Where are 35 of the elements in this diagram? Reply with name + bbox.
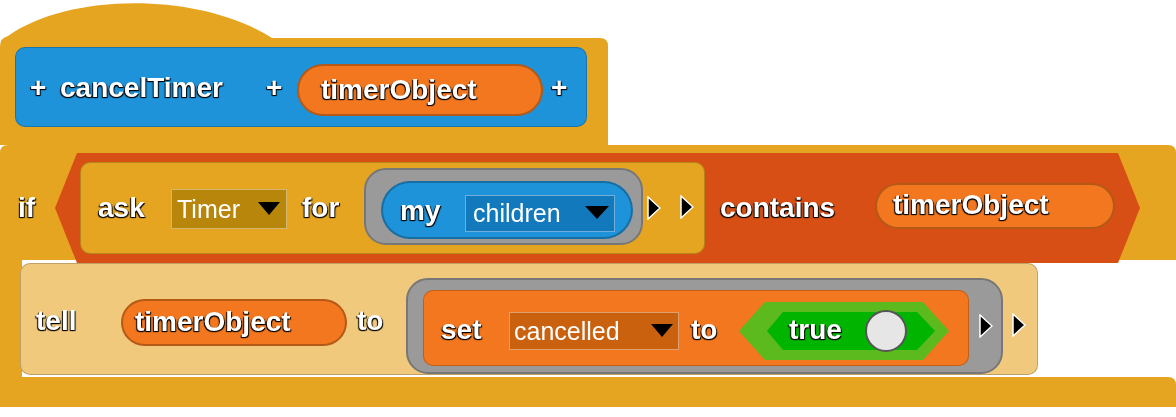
block-label: my xyxy=(400,194,441,228)
predicate-block xyxy=(55,153,1140,263)
dropdown-slot xyxy=(509,312,679,350)
block-label: for xyxy=(302,191,340,225)
variable-pill xyxy=(875,183,1115,229)
reporter-block xyxy=(381,181,633,239)
plus-sign: + xyxy=(551,71,568,105)
dropdown-value: children xyxy=(473,198,561,229)
block-label: timerObject xyxy=(135,305,291,339)
boolean-block xyxy=(739,302,949,360)
block-label: set xyxy=(441,313,482,347)
block-label: ask xyxy=(98,191,145,225)
block-prototype xyxy=(15,47,587,127)
plus-sign: + xyxy=(30,71,47,105)
hat-block xyxy=(0,0,608,145)
parameter-pill xyxy=(297,64,543,116)
dropdown-slot xyxy=(171,189,287,229)
block-label: if xyxy=(18,191,36,225)
block-label: true xyxy=(789,313,842,347)
dropdown-value: cancelled xyxy=(514,316,620,347)
variable-pill xyxy=(121,299,347,346)
block-label: tell xyxy=(36,304,77,338)
block-label: timerObject xyxy=(893,188,1049,222)
block-label: to xyxy=(357,304,384,338)
block-label: contains xyxy=(720,191,836,225)
block-label: cancelTimer xyxy=(60,71,223,105)
command-block xyxy=(423,290,969,366)
block-label: timerObject xyxy=(321,73,477,107)
dropdown-value: Timer xyxy=(177,194,240,225)
block-label: to xyxy=(691,313,718,347)
command-block xyxy=(20,263,1038,375)
plus-sign: + xyxy=(266,71,283,105)
reporter-block xyxy=(80,162,705,254)
dropdown-slot xyxy=(465,195,615,232)
ring-slot xyxy=(406,278,1003,374)
